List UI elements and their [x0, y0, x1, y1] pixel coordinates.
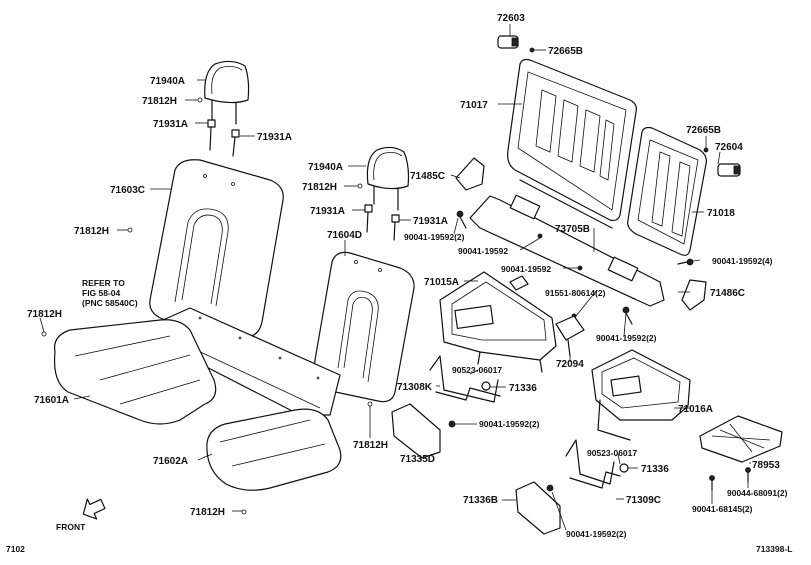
hinge-cover-71335d	[391, 403, 441, 459]
label-71931a-b: 71931A	[257, 132, 292, 143]
label-72604: 72604	[715, 142, 743, 153]
hinge-71308k	[429, 355, 501, 403]
headrest-left	[204, 60, 250, 125]
seatback-frame-71018	[627, 126, 707, 256]
screw-90041-cover-a	[448, 420, 456, 428]
label-90041-b: 90041-19592	[458, 246, 508, 256]
headrest-guide-right	[364, 204, 400, 241]
label-71812h-f: 71812H	[190, 507, 225, 518]
label-90041-d: 90041-19592(4)	[712, 256, 773, 266]
clip-71812h-c	[357, 183, 363, 189]
nut-71336-a	[481, 381, 491, 391]
seat-frame-71015a	[439, 271, 557, 373]
lock-72604	[717, 163, 741, 177]
label-71336-b: 71336	[641, 464, 669, 475]
label-71308k: 71308K	[397, 382, 433, 393]
label-71015a: 71015A	[424, 277, 459, 288]
clip-71812h-d	[41, 331, 47, 337]
label-71604d: 71604D	[327, 230, 362, 241]
label-90523-a: 90523-06017	[452, 365, 502, 375]
label-refer-1: REFER TO	[82, 278, 125, 288]
label-90041-c: 90041-19592	[501, 264, 551, 274]
leader-lines	[39, 24, 751, 531]
label-90041-h: 90041-19592(2)	[566, 529, 627, 539]
hinge-71309c	[565, 439, 621, 489]
recliner-rail	[469, 194, 665, 319]
label-71812h-b: 71812H	[74, 226, 109, 237]
label-71931a-a: 71931A	[153, 119, 188, 130]
drawing-number: 713398-L	[756, 544, 792, 554]
label-71016a: 71016A	[678, 404, 713, 415]
seatback-left	[149, 159, 284, 338]
bolt-90041-right	[677, 258, 694, 266]
label-72665b-top: 72665B	[548, 46, 583, 57]
latch-72094	[555, 315, 585, 357]
label-71940a-right: 71940A	[308, 162, 343, 173]
hinge-cover-71486c	[681, 279, 707, 311]
bolt-90044	[745, 467, 751, 483]
label-71485c: 71485C	[410, 171, 445, 182]
lock-72603	[497, 35, 519, 49]
label-71603c: 71603C	[110, 185, 145, 196]
label-71931a-c: 71931A	[310, 206, 345, 217]
bolt-90041-left	[456, 210, 467, 229]
label-91551: 91551-80614(2)	[545, 288, 606, 298]
label-71336-a: 71336	[509, 383, 537, 394]
seatback-frame-71017	[507, 58, 637, 229]
label-refer-2: FIG 58-04	[82, 288, 121, 298]
label-refer-3: (PNC 58540C)	[82, 298, 138, 308]
clip-71812h-e	[367, 401, 373, 407]
label-90523-b: 90523-06017	[587, 448, 637, 458]
label-71017: 71017	[460, 100, 488, 111]
front-arrow-icon	[82, 498, 106, 520]
clip-71812h-f	[241, 509, 247, 515]
label-71336b: 71336B	[463, 495, 498, 506]
bolt-72665b-right	[703, 147, 709, 153]
seat-cushion-left	[53, 319, 217, 425]
label-71601a: 71601A	[34, 395, 69, 406]
figure-number: 7102	[6, 544, 25, 554]
label-71812h-d: 71812H	[27, 309, 62, 320]
label-71018: 71018	[707, 208, 735, 219]
bolt-90041-68145	[709, 475, 715, 491]
label-71940a-left: 71940A	[150, 76, 185, 87]
label-90041-g: 90041-68145(2)	[692, 504, 753, 514]
mat-78953	[699, 415, 783, 463]
clip-71812h-b	[127, 227, 133, 233]
label-90041-f: 90041-19592(2)	[479, 419, 540, 429]
bolt-72665b-top	[529, 47, 535, 53]
label-90041-e: 90041-19592(2)	[596, 333, 657, 343]
hinge-cover-71485c	[455, 157, 485, 191]
label-71309c: 71309C	[626, 495, 661, 506]
label-72665b-right: 72665B	[686, 125, 721, 136]
label-71812h-a: 71812H	[142, 96, 177, 107]
label-71812h-c: 71812H	[302, 182, 337, 193]
bolt-90041-lower	[622, 306, 633, 325]
label-71486c: 71486C	[710, 288, 745, 299]
label-71602a: 71602A	[153, 456, 188, 467]
headrest-guide-left	[207, 119, 240, 157]
label-72603: 72603	[497, 13, 525, 24]
label-90041-a: 90041-19592(2)	[404, 232, 465, 242]
seat-cushion-right	[206, 408, 342, 491]
label-72094: 72094	[556, 359, 584, 370]
clip-71812h-a	[197, 97, 203, 103]
label-front: FRONT	[56, 522, 86, 532]
nut-71336-b	[619, 463, 629, 473]
seatback-center	[313, 251, 415, 403]
label-71812h-e: 71812H	[353, 440, 388, 451]
seat-frame-71016a	[591, 349, 691, 441]
headrest-right	[366, 146, 410, 211]
label-90044: 90044-68091(2)	[727, 488, 788, 498]
label-71335d: 71335D	[400, 454, 435, 465]
label-71931a-d: 71931A	[413, 216, 448, 227]
hinge-cover-71336b	[515, 481, 561, 535]
label-73705b: 73705B	[555, 224, 590, 235]
screw-90041-cover-b	[546, 484, 554, 492]
label-78953: 78953	[752, 460, 780, 471]
